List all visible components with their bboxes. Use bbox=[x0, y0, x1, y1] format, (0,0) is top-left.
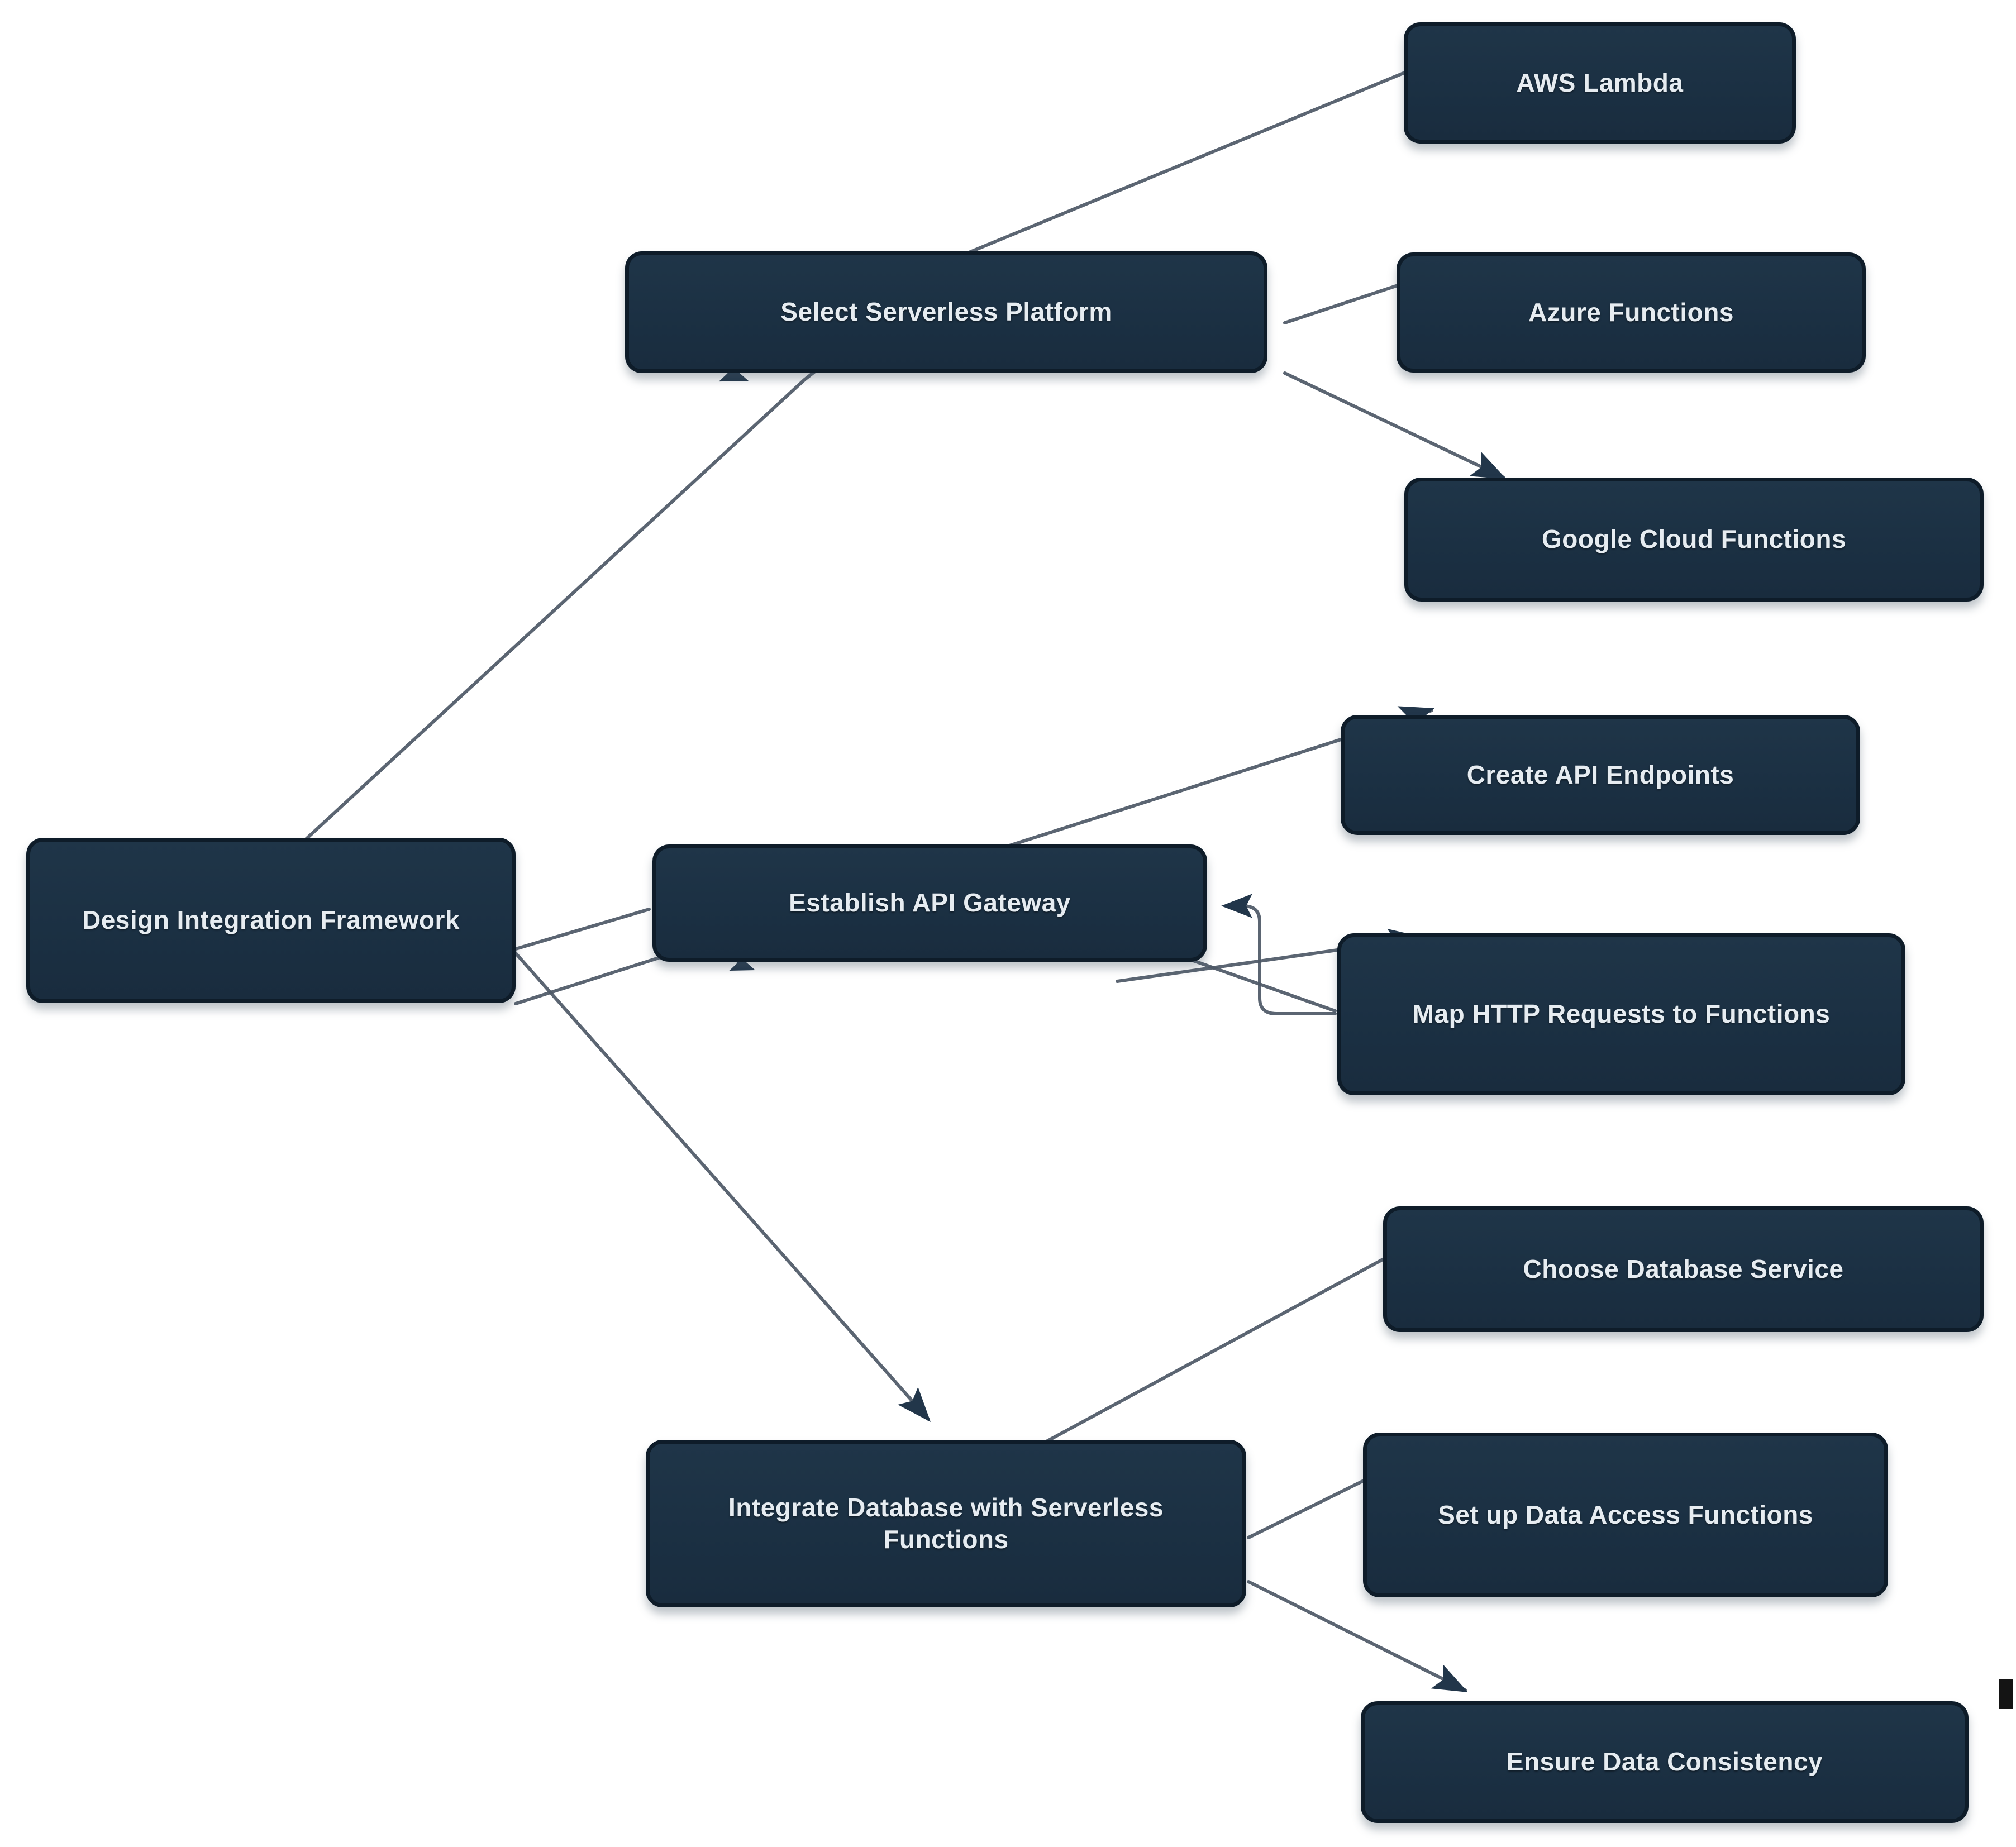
flow-node-label: Select Serverless Platform bbox=[780, 297, 1112, 327]
flow-node-azure-functions: Azure Functions bbox=[1397, 252, 1866, 373]
flow-node-label: AWS Lambda bbox=[1516, 68, 1684, 97]
flow-node-label: Azure Functions bbox=[1528, 297, 1734, 327]
arrowhead-icon bbox=[1431, 1664, 1468, 1692]
flow-node-establish-api-gateway: Establish API Gateway bbox=[652, 844, 1207, 962]
flow-node-choose-database-service: Choose Database Service bbox=[1383, 1206, 1984, 1332]
flow-node-label: Set up Data Access Functions bbox=[1438, 1500, 1813, 1529]
flow-node-set-up-data-access-functions: Set up Data Access Functions bbox=[1363, 1433, 1888, 1597]
flow-node-ensure-data-consistency: Ensure Data Consistency bbox=[1361, 1701, 1969, 1823]
edge-design-to-gateway bbox=[512, 908, 651, 951]
flow-node-label: Integrate Database with Serverless Funct… bbox=[728, 1492, 1164, 1554]
arrowhead-icon bbox=[729, 953, 755, 971]
flow-node-select-serverless-platform: Select Serverless Platform bbox=[625, 251, 1267, 373]
flow-node-aws-lambda: AWS Lambda bbox=[1404, 22, 1796, 144]
flow-node-google-cloud-functions: Google Cloud Functions bbox=[1404, 478, 1984, 602]
flow-node-label: Design Integration Framework bbox=[82, 905, 460, 935]
flow-node-label: Ensure Data Consistency bbox=[1506, 1747, 1823, 1777]
edge-map-return-elbow bbox=[1225, 904, 1337, 1015]
flow-node-label: Choose Database Service bbox=[1523, 1254, 1844, 1283]
flow-node-label: Map HTTP Requests to Functions bbox=[1412, 999, 1831, 1029]
edge-integrate-to-consistency bbox=[1247, 1580, 1467, 1692]
flow-node-label: Establish API Gateway bbox=[789, 888, 1071, 918]
arrowhead-icon bbox=[898, 1387, 931, 1422]
flow-node-label: Google Cloud Functions bbox=[1541, 524, 1847, 554]
flow-node-integrate-database-with-serverless-functions: Integrate Database with Serverless Funct… bbox=[646, 1440, 1246, 1607]
arrowhead-icon bbox=[1469, 452, 1507, 479]
arrowhead-icon bbox=[1221, 894, 1252, 918]
stray-edge-artifact bbox=[1999, 1679, 2013, 1709]
flow-node-create-api-endpoints: Create API Endpoints bbox=[1341, 715, 1860, 835]
flow-node-map-http-requests-to-functions: Map HTTP Requests to Functions bbox=[1337, 933, 1905, 1095]
edge-select-to-google-cloud bbox=[1283, 371, 1505, 479]
flow-node-label: Create API Endpoints bbox=[1466, 760, 1734, 789]
flow-node-design-integration-framework: Design Integration Framework bbox=[26, 838, 516, 1003]
edge-design-to-integrate bbox=[507, 944, 930, 1421]
